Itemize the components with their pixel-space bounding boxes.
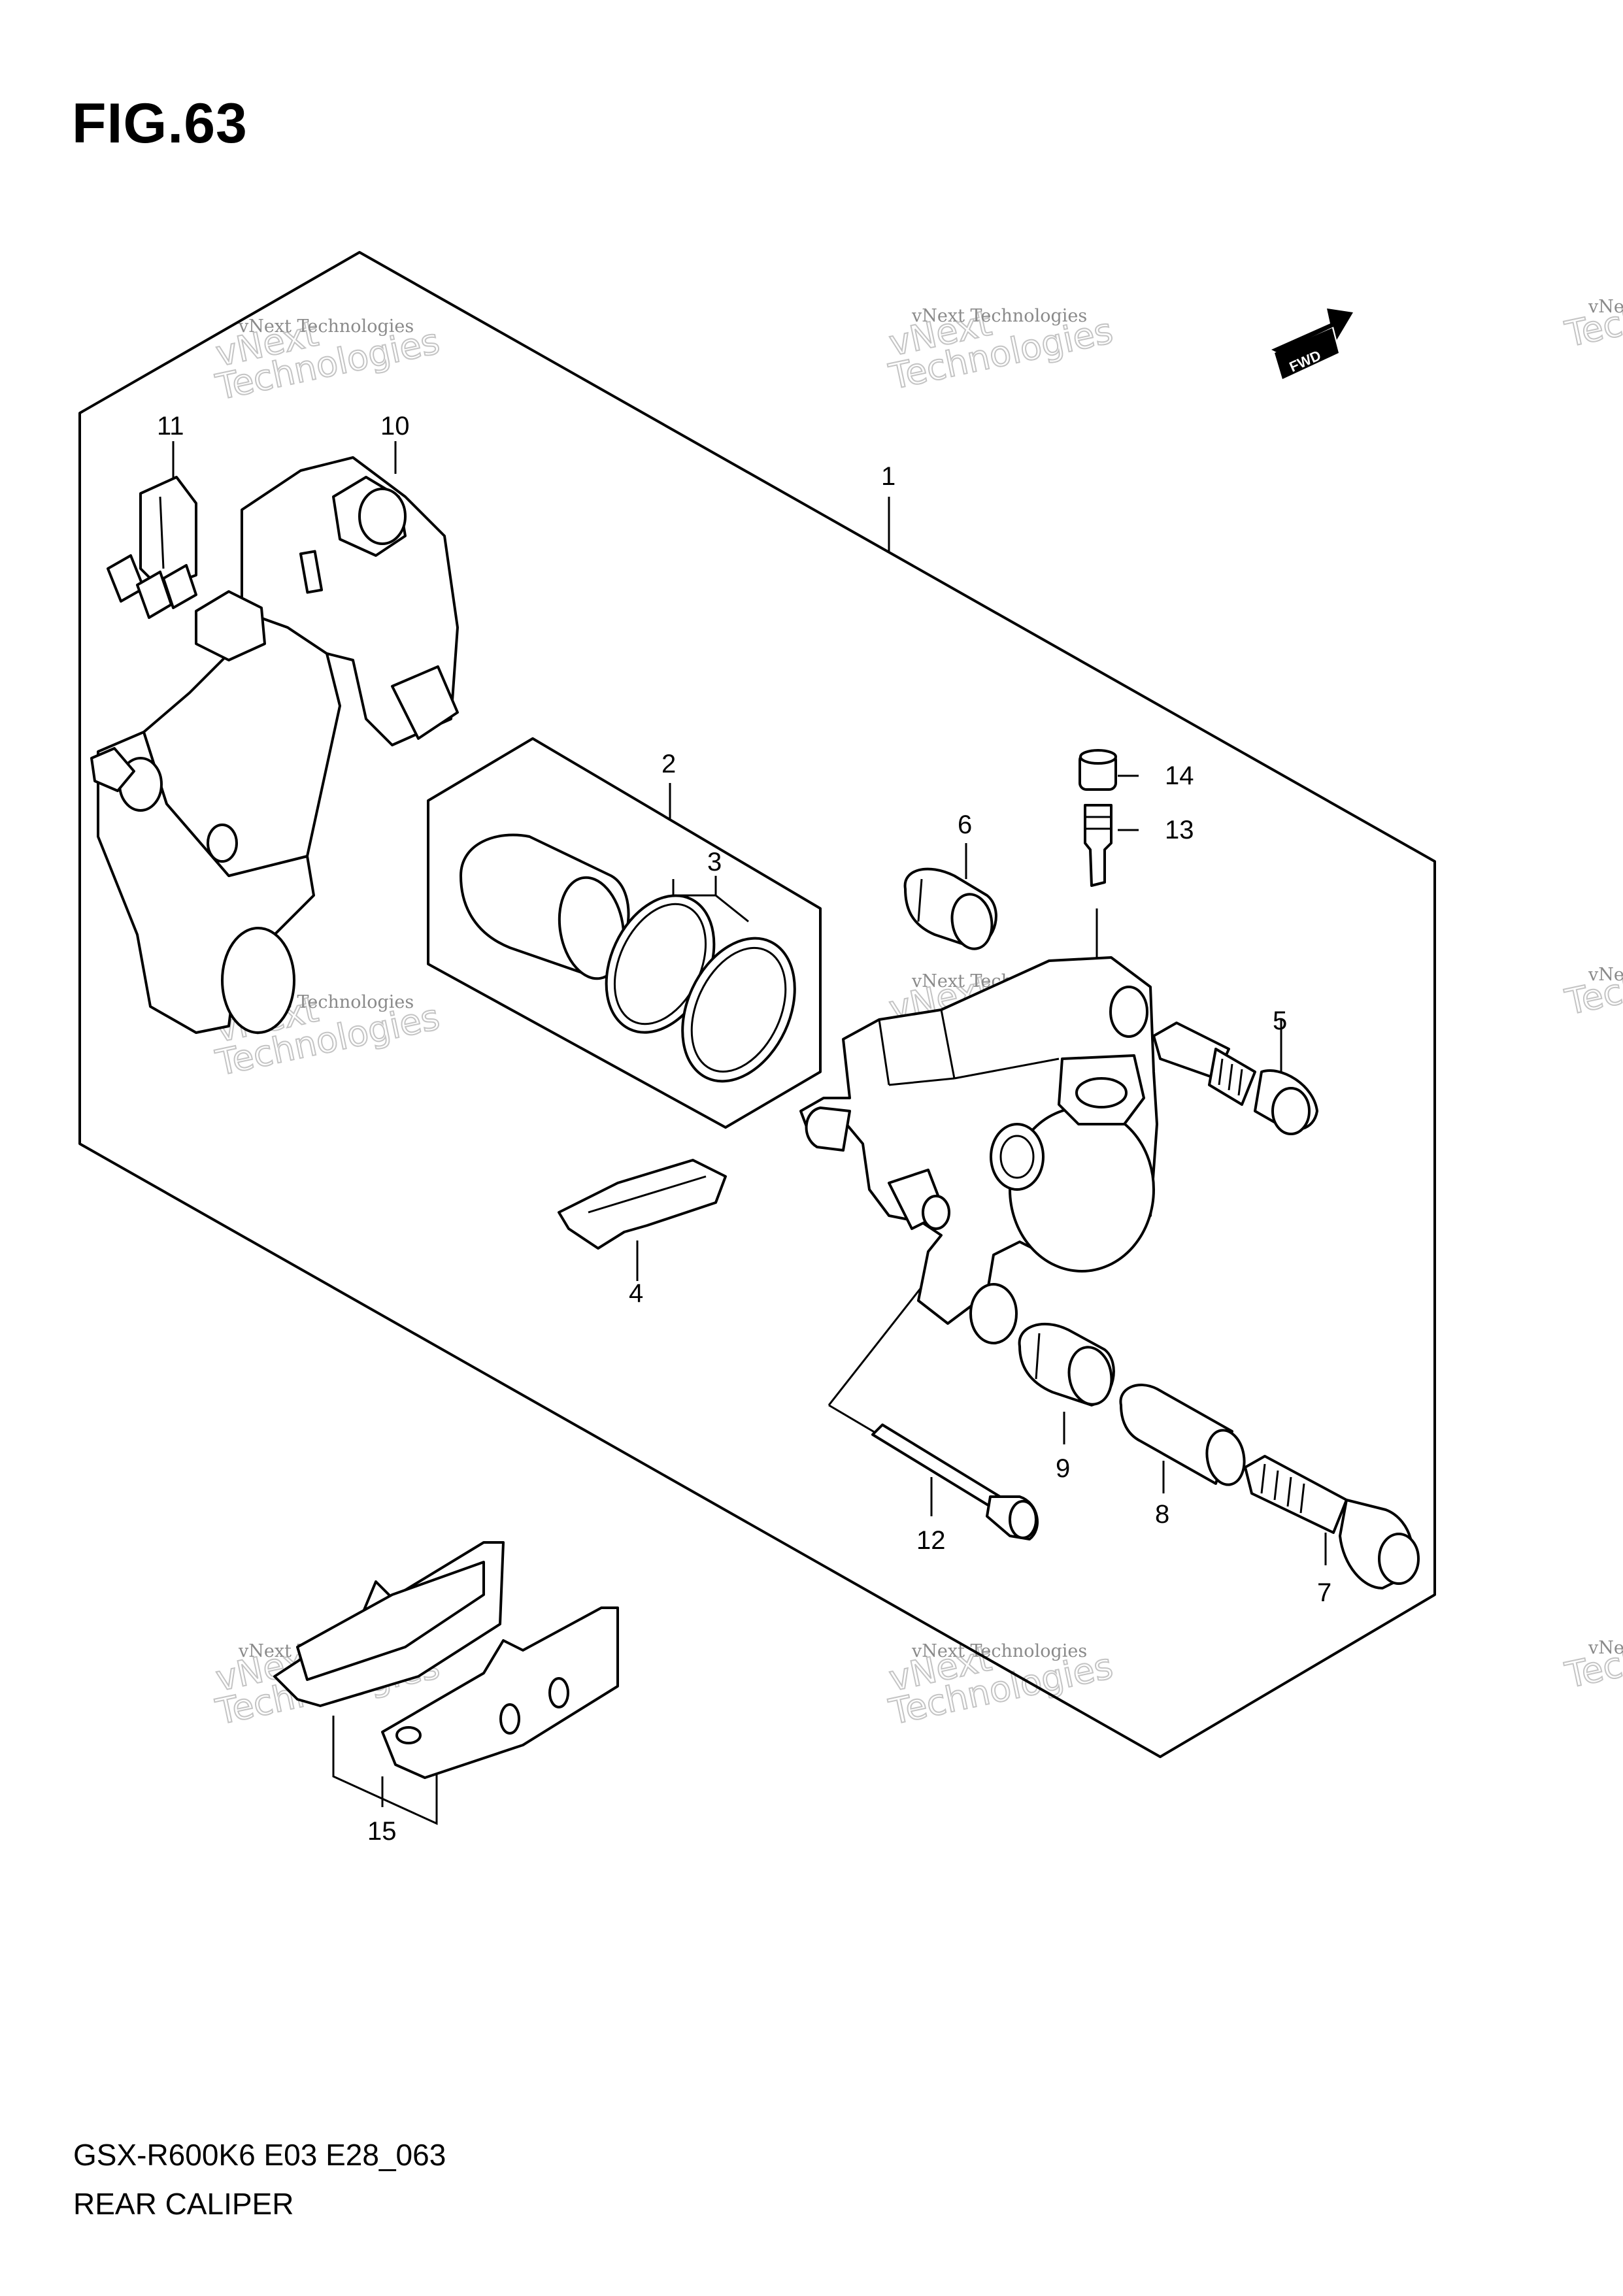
bleeder-valve bbox=[1084, 804, 1113, 887]
watermark: Technologies vNext Technologies bbox=[1561, 267, 1623, 356]
callout-11: 11 bbox=[157, 412, 184, 441]
callout-4: 4 bbox=[629, 1279, 643, 1308]
piston-group-boundary bbox=[427, 737, 822, 1129]
watermarks: vNext Technologies vNext Technologies vN… bbox=[211, 267, 1623, 1734]
pad-retainer-spring bbox=[558, 1159, 727, 1250]
callout-8: 8 bbox=[1155, 1500, 1169, 1529]
callout-9: 9 bbox=[1056, 1454, 1070, 1483]
pad-spring-clip bbox=[107, 476, 197, 619]
watermark-small: vNext Technologies bbox=[238, 316, 414, 337]
watermark: Technologies vNext Technologies bbox=[1561, 1608, 1623, 1697]
figure-caption: REAR CALIPER bbox=[73, 2187, 294, 2221]
pad-pin bbox=[871, 1423, 1039, 1540]
callout-13: 13 bbox=[1165, 816, 1194, 844]
watermark: vNext Technologies vNext Technologies bbox=[884, 1637, 1116, 1734]
boot-lower bbox=[1018, 1323, 1115, 1406]
watermark-small: vNext Technologies bbox=[1588, 297, 1623, 317]
bleeder-cap bbox=[1079, 749, 1117, 791]
watermark: vNext Technologies vNext Technologies bbox=[884, 302, 1116, 399]
callout-10: 10 bbox=[380, 412, 410, 441]
callout-3: 3 bbox=[707, 848, 722, 876]
slide-sleeve bbox=[1119, 1384, 1246, 1486]
callout-15: 15 bbox=[367, 1817, 397, 1846]
callout-2: 2 bbox=[661, 750, 676, 778]
slide-pin-bolt-upper bbox=[1152, 1022, 1318, 1135]
callout-labels: 1 2 3 4 5 6 7 8 9 10 11 12 13 14 15 bbox=[157, 412, 1331, 1846]
watermark-small: vNext Technologies bbox=[1588, 1638, 1623, 1658]
piston-seals bbox=[605, 894, 796, 1083]
callout-12: 12 bbox=[916, 1526, 946, 1555]
watermark: vNext Technologies vNext Technologies bbox=[211, 312, 443, 409]
callout-5: 5 bbox=[1273, 1007, 1287, 1035]
brake-pads bbox=[273, 1541, 619, 1779]
model-code: GSX-R600K6 E03 E28_063 bbox=[73, 2138, 446, 2172]
watermark-small: vNext Technologies bbox=[1588, 965, 1623, 985]
assembly-boundary bbox=[78, 251, 1436, 1758]
watermark: Technologies vNext Technologies bbox=[1561, 935, 1623, 1023]
figure-title: FIG.63 bbox=[72, 92, 248, 155]
caliper-bracket bbox=[90, 456, 459, 1034]
watermark-small: vNext Technologies bbox=[911, 1641, 1087, 1661]
caliper-body bbox=[799, 956, 1158, 1344]
fwd-arrow-icon: FWD bbox=[1271, 308, 1353, 379]
callout-1: 1 bbox=[881, 462, 895, 491]
watermark-small: vNext Technologies bbox=[911, 306, 1087, 326]
boot-upper bbox=[903, 867, 997, 950]
callout-6: 6 bbox=[958, 810, 972, 839]
callout-14: 14 bbox=[1165, 761, 1194, 790]
piston bbox=[460, 833, 630, 980]
slide-pin-bolt-lower bbox=[1244, 1455, 1420, 1589]
callout-7: 7 bbox=[1317, 1578, 1331, 1607]
